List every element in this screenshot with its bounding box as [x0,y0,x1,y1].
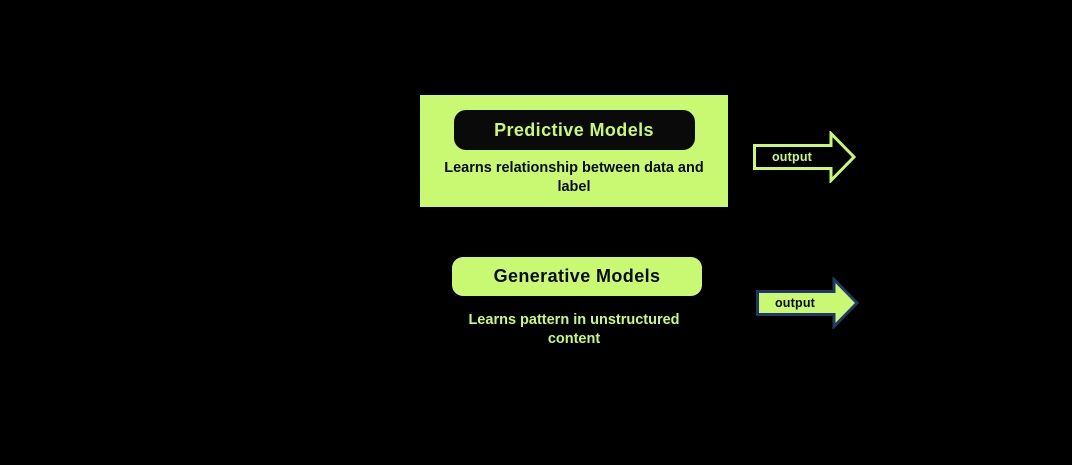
generative-output-label: output [774,296,816,310]
generative-output-arrow: output [756,277,860,329]
predictive-models-description: Learns relationship between data and lab… [444,160,704,195]
predictive-models-card: Predictive Models Learns relationship be… [420,95,728,207]
predictive-models-title: Predictive Models [494,119,654,140]
predictive-output-arrow: output [753,131,857,183]
predictive-models-title-pill: Predictive Models [453,110,695,150]
generative-models-title-pill: Generative Models [452,257,702,296]
right-arrow-filled-icon [756,277,860,329]
generative-models-description: Learns pattern in unstructured content [468,312,680,347]
right-arrow-outline-icon [753,131,857,183]
predictive-output-label: output [771,150,813,164]
generative-models-title: Generative Models [493,266,661,286]
